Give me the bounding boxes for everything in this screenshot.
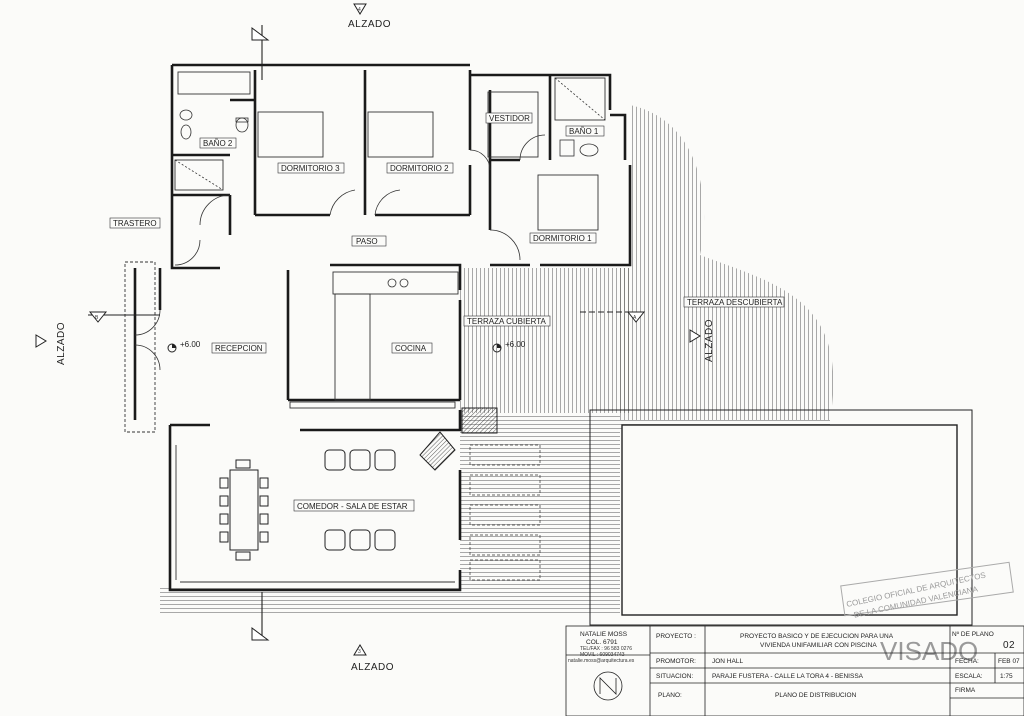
- room-label-cocina: COCINA: [395, 344, 427, 353]
- tb-architect-tel: TEL/FAX : 96 583 0276: [580, 646, 632, 652]
- elevation-right-label: ALZADO: [704, 319, 715, 362]
- sofas: [324, 449, 396, 551]
- tb-architect-name: NATALIE MOSS: [580, 631, 628, 638]
- section-a-mark: A: [633, 315, 637, 321]
- tb-plano-label: PLANO:: [658, 692, 682, 699]
- fixtures: [174, 77, 606, 288]
- room-label-dormitorio1: DORMITORIO 1: [533, 234, 592, 243]
- pool: [589, 409, 973, 626]
- tb-fecha-label: FECHA:: [955, 658, 979, 665]
- elevation-top-code: 4: [358, 7, 361, 13]
- tb-proyecto-line2: VIVIENDA UNIFAMILIAR CON PISCINA: [760, 642, 877, 649]
- room-label-dormitorio3: DORMITORIO 3: [281, 164, 340, 173]
- tb-situacion-value: PARAJE FUSTERA - CALLE LA TORA 4 - BENIS…: [712, 673, 864, 680]
- level-markers: [167, 343, 502, 353]
- elevation-left-label: ALZADO: [56, 322, 67, 365]
- tb-proyecto-line1: PROYECTO BASICO Y DE EJECUCION PARA UNA: [740, 633, 894, 640]
- room-label-terraza-cubierta: TERRAZA CUBIERTA: [467, 317, 546, 326]
- tb-plano-value: PLANO DE DISTRIBUCION: [775, 692, 857, 699]
- tb-num-plano-label: Nº DE PLANO: [952, 631, 994, 638]
- tb-architect-movil: MOVIL : 609034743: [580, 652, 625, 658]
- room-label-bano2: BAÑO 2: [203, 139, 233, 148]
- sun-loungers: [469, 444, 541, 581]
- tb-num-plano-value: 02: [1003, 640, 1015, 651]
- tb-promotor-value: JON HALL: [712, 658, 743, 665]
- elevation-bottom-label: ALZADO: [351, 662, 394, 673]
- level-recepcion: +6.00: [180, 340, 201, 349]
- title-block: [565, 625, 1024, 716]
- tb-situacion-label: SITUACION:: [656, 673, 693, 680]
- section-lines: [88, 25, 640, 640]
- elevation-bottom-code: 3: [358, 649, 361, 655]
- dining-table: [219, 459, 269, 561]
- door-swings: [134, 134, 546, 371]
- tb-promotor-label: PROMOTOR:: [656, 658, 696, 665]
- section-markers: B A: [88, 27, 646, 641]
- room-label-terraza-descubierta: TERRAZA DESCUBIERTA: [687, 298, 783, 307]
- tb-fecha-value: FEB 07: [998, 658, 1020, 665]
- wall-thin-lines: [124, 71, 606, 583]
- room-label-dormitorio2: DORMITORIO 2: [390, 164, 449, 173]
- tb-escala-label: ESCALA:: [955, 673, 983, 680]
- elevation-arrows: [35, 3, 701, 656]
- room-label-trastero: TRASTERO: [113, 219, 157, 228]
- tb-firma-label: FIRMA: [955, 687, 976, 694]
- room-label-vestidor: VESTIDOR: [489, 114, 530, 123]
- tb-escala-value: 1:75: [1000, 673, 1013, 680]
- tb-architect-col: COL. 6791: [586, 639, 618, 646]
- room-label-recepcion: RECEPCION: [215, 344, 263, 353]
- stamp-visado: VISADO: [880, 636, 978, 666]
- room-labels: [109, 112, 785, 512]
- room-label-paso: PASO: [356, 237, 378, 246]
- walls: [133, 63, 632, 592]
- room-label-bano1: BAÑO 1: [569, 127, 599, 136]
- tb-architect-email: natalie.moss@arquitectura.es: [568, 658, 635, 664]
- tb-proyecto-label: PROYECTO :: [656, 633, 696, 640]
- level-terraza: +6.00: [505, 340, 526, 349]
- section-b-mark: B: [95, 315, 99, 321]
- elevation-top-label: ALZADO: [348, 19, 391, 30]
- room-label-comedor: COMEDOR - SALA DE ESTAR: [297, 502, 408, 511]
- hatched-elements: [419, 407, 498, 471]
